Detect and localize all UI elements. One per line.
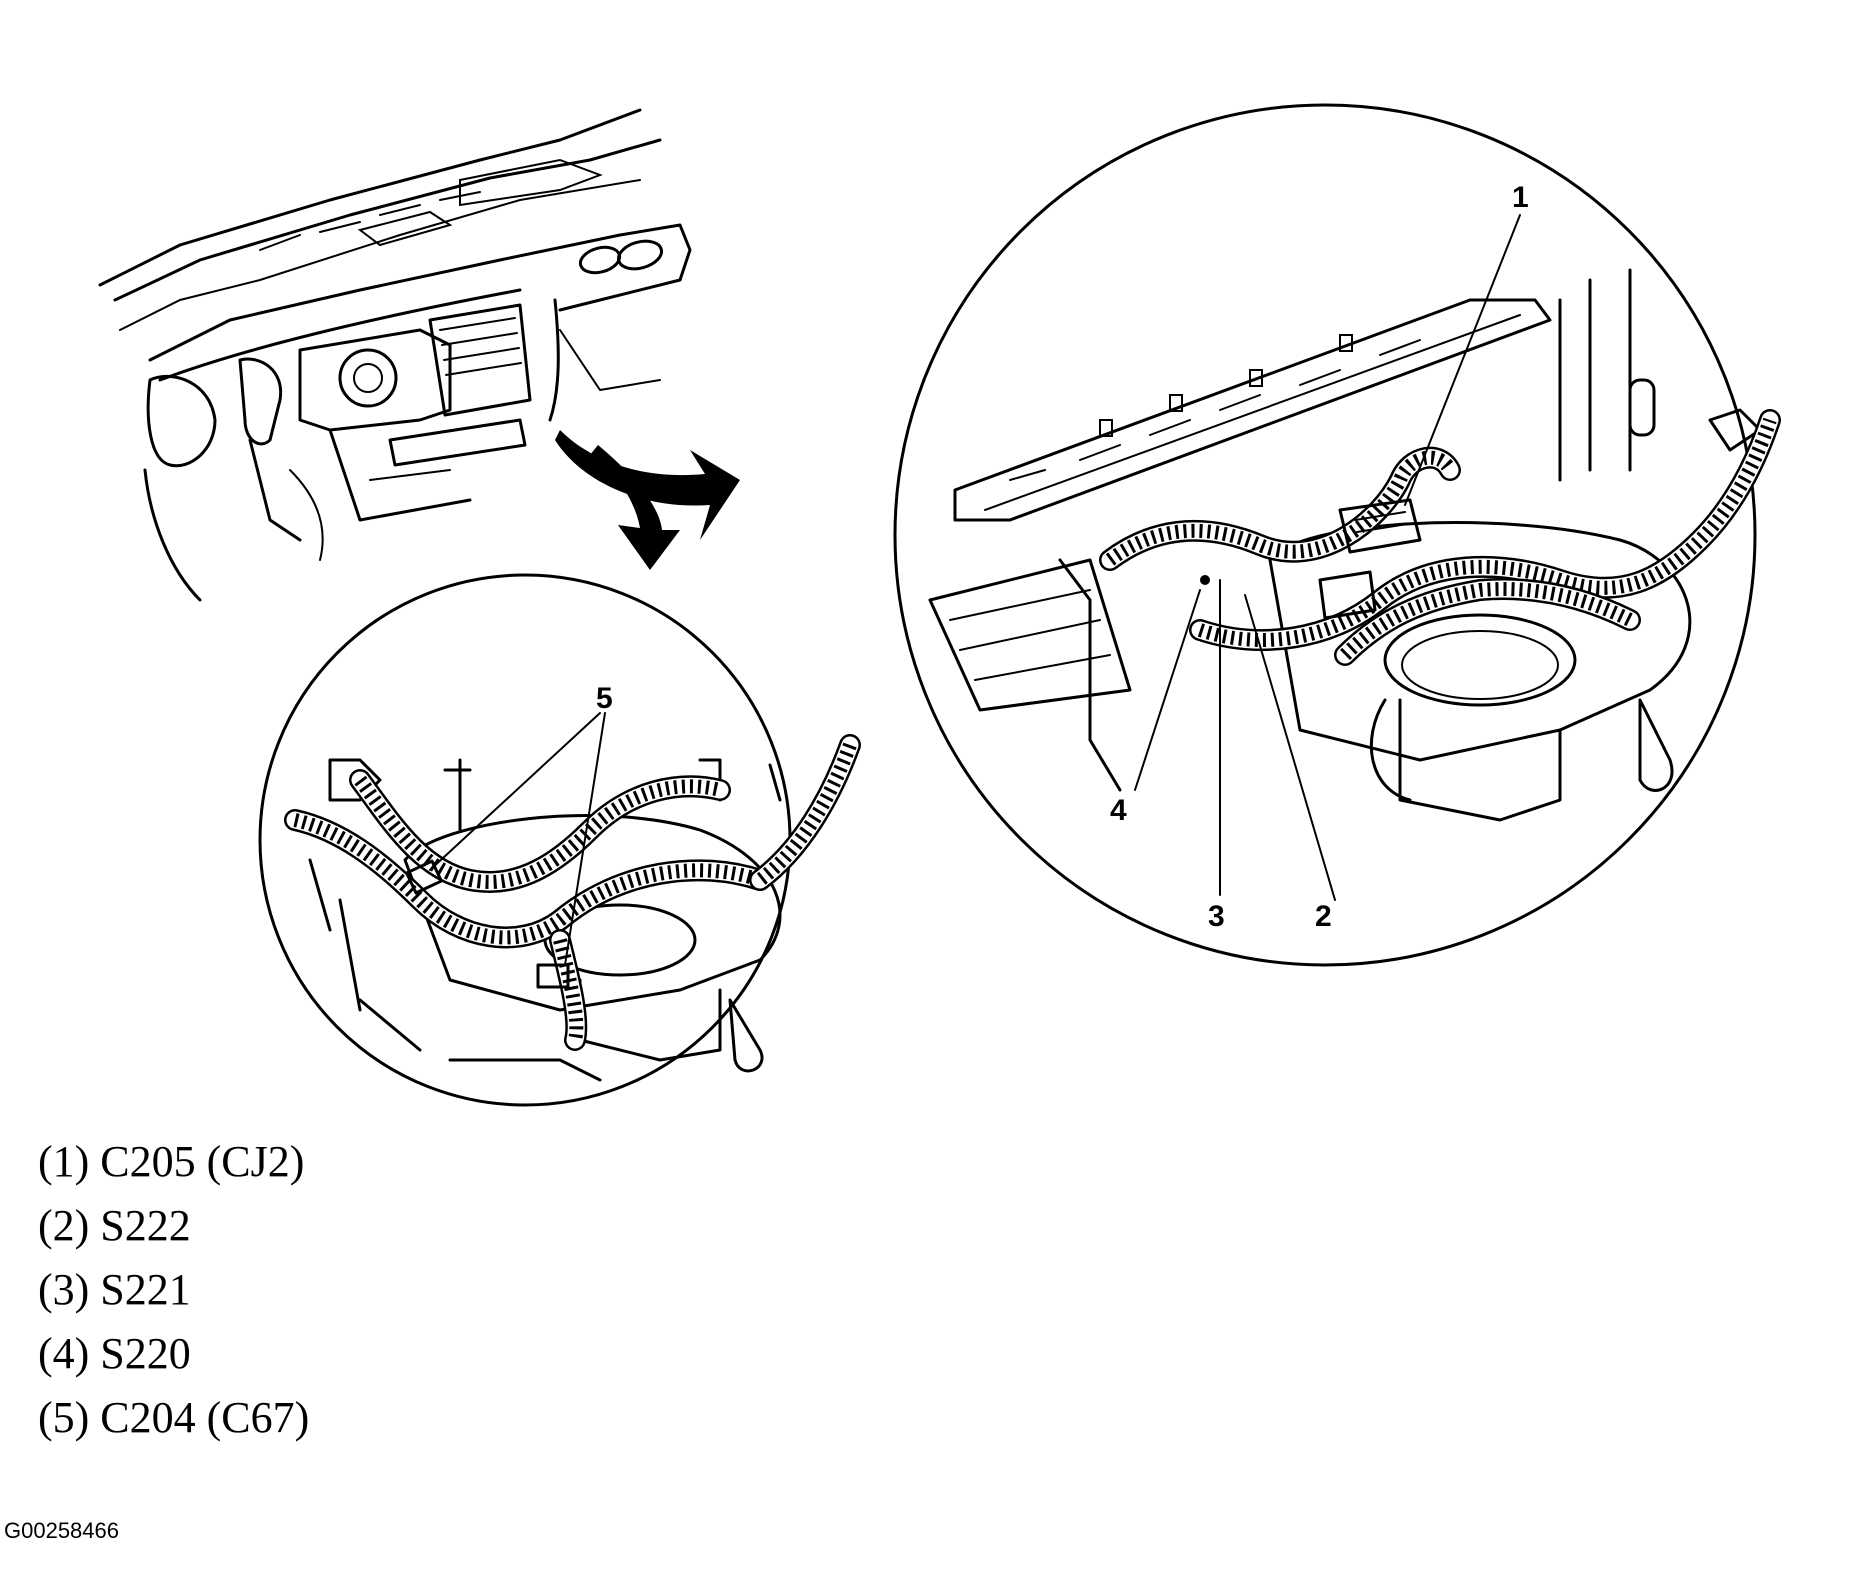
callout-1: 1 <box>1512 181 1529 214</box>
figure-id: G00258466 <box>4 1518 119 1543</box>
callout-3: 3 <box>1208 900 1225 933</box>
down-arrow-icon <box>590 445 680 570</box>
legend-item-2: (2) S222 <box>38 1201 191 1250</box>
callout-4: 4 <box>1110 794 1127 827</box>
detail-view-small <box>258 573 861 1107</box>
view-arrows <box>555 430 740 570</box>
component-legend: (1) C205 (CJ2) (2) S222 (3) S221 (4) S22… <box>38 1130 309 1450</box>
callout-2: 2 <box>1315 900 1332 933</box>
legend-item-5: (5) C204 (C67) <box>38 1393 310 1442</box>
legend-item-4: (4) S220 <box>38 1329 191 1378</box>
callout-5: 5 <box>596 682 613 715</box>
instrument-panel-overview <box>98 108 692 602</box>
legend-item-3: (3) S221 <box>38 1265 191 1314</box>
legend-item-1: (1) C205 (CJ2) <box>38 1137 305 1186</box>
detail-view-large <box>893 103 1781 967</box>
right-arrow-icon <box>555 430 740 540</box>
